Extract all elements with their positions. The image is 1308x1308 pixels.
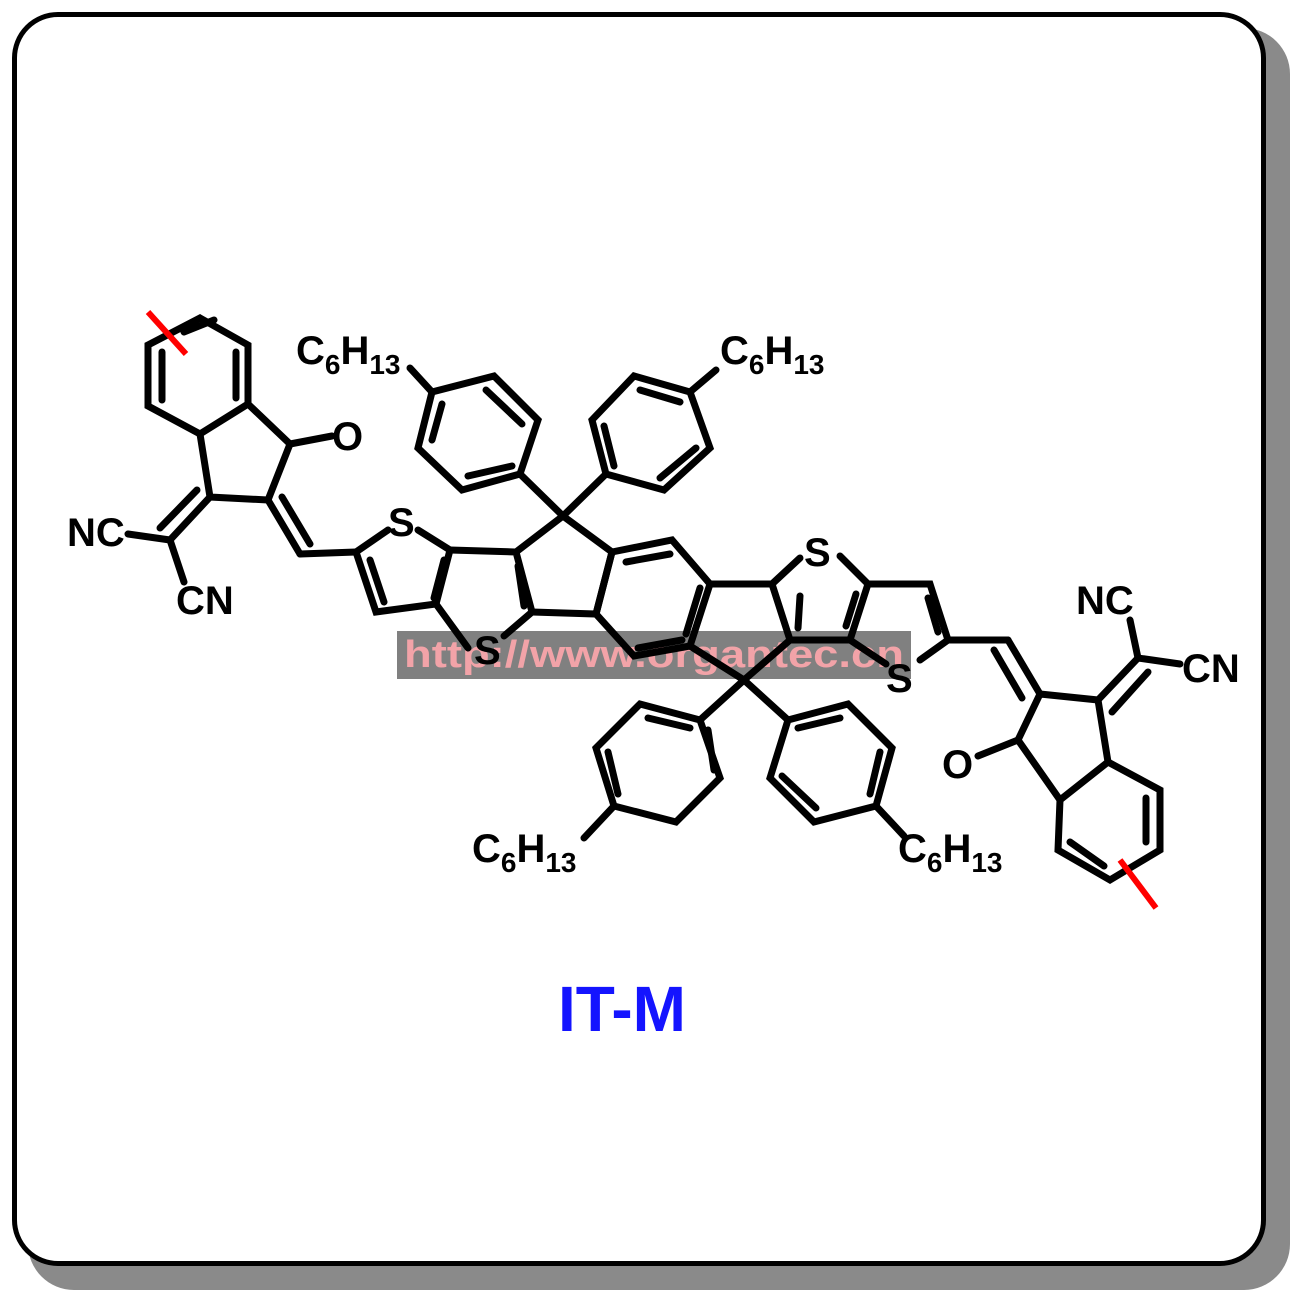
right-nitrile-cn-label: CN (1182, 647, 1240, 691)
left-carbonyl-oxygen-label: O (332, 415, 363, 459)
sulfur-label-2: S (474, 629, 501, 673)
right-vinyl-double-bond (990, 636, 1044, 702)
left-five-ring (196, 400, 295, 504)
right-benzene-inner-bonds (1066, 794, 1150, 870)
right-five-ring (1013, 690, 1112, 806)
sulfur-label-4: S (886, 657, 913, 701)
left-nitrile-nc-label: NC (67, 511, 125, 555)
aryl-lower-left (580, 676, 748, 842)
right-dicyano-bonds (1126, 616, 1184, 668)
left-methyl-mark (145, 309, 189, 357)
right-carbonyl-oxygen-label: O (942, 743, 973, 787)
right-outer-thiophene-double (924, 594, 942, 636)
aryl-ll-inner (604, 714, 718, 798)
left-nitrile-cn-label: CN (176, 579, 234, 623)
aryl-ll-attach (696, 676, 748, 724)
core-benzene-inner (622, 550, 704, 652)
right-dicyano-double-bond (1094, 654, 1152, 716)
sulfur-label-1: S (388, 501, 415, 545)
left-inner-thiophene-double (514, 562, 528, 610)
right-end-group (944, 616, 1184, 910)
aryl-lr-hexyl-bond (872, 802, 908, 840)
hexyl-label-lower-right: C6H13 (898, 827, 1003, 878)
hexyl-label-upper-right: C6H13 (720, 329, 825, 380)
left-outer-thiophene-inner (366, 556, 448, 606)
left-end-group (124, 309, 360, 586)
aryl-ur-inner (600, 386, 700, 482)
sulfur-label-3: S (804, 531, 831, 575)
aryl-ul-attach (516, 470, 567, 520)
left-vinyl-double-bond (264, 493, 314, 558)
aryl-lr-attach (740, 676, 792, 724)
left-carbonyl-bond (286, 432, 336, 448)
right-carbonyl-bond (974, 736, 1022, 760)
compound-name: IT-M (558, 973, 686, 1045)
left-thienothiophene (352, 526, 536, 652)
aryl-upper-right (559, 366, 720, 520)
aryl-ul-inner (428, 386, 526, 480)
right-thienothiophene (768, 552, 953, 668)
aryl-lower-right (740, 676, 908, 840)
aryl-ul-hexyl-bond (406, 364, 436, 396)
hexyl-label-upper-left: C6H13 (296, 329, 401, 380)
aryl-ll-hexyl-bond (580, 802, 618, 842)
aryl-ur-hexyl-bond (686, 366, 720, 396)
right-inner-thiophene-inner (794, 590, 860, 632)
aryl-lr-inner (778, 714, 884, 812)
left-inner-thiophene-ring (432, 546, 536, 652)
right-outer-thiophene-ring (846, 580, 953, 668)
right-benzene-ring (1054, 758, 1164, 885)
right-nitrile-nc-label: NC (1076, 579, 1134, 623)
left-dicyano-double-bond (156, 486, 214, 544)
left-vinyl-single-bond (296, 548, 360, 558)
right-inner-thiophene-ring (768, 552, 872, 644)
right-methyl-mark (1117, 858, 1159, 910)
aryl-upper-left (406, 364, 567, 520)
left-benzene-inner-bonds (158, 316, 240, 404)
aryl-ur-attach (559, 470, 610, 520)
left-dicyano-bonds (124, 530, 188, 586)
hexyl-label-lower-left: C6H13 (472, 827, 577, 878)
